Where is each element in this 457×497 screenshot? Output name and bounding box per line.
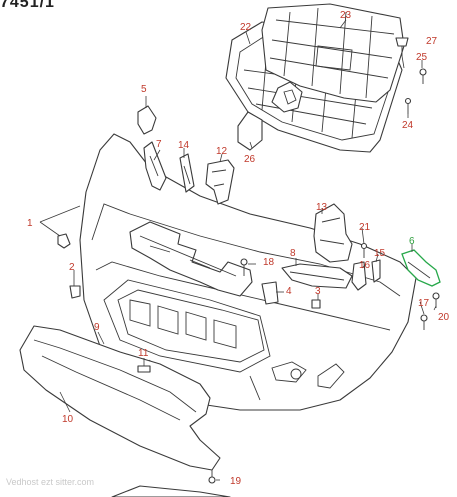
callout-5: 5 bbox=[141, 84, 147, 95]
lower-spoiler[interactable] bbox=[19, 325, 221, 471]
callout-2: 2 bbox=[69, 262, 75, 273]
leader-lines bbox=[39, 19, 437, 481]
clip-3[interactable] bbox=[311, 299, 321, 309]
callout-3: 3 bbox=[315, 286, 321, 297]
bracket-14[interactable] bbox=[179, 153, 195, 193]
callout-17: 17 bbox=[418, 298, 430, 309]
callout-1: 1 bbox=[27, 218, 33, 229]
clip-27[interactable] bbox=[395, 37, 409, 56]
grille-emblem[interactable] bbox=[271, 81, 303, 113]
screw-18[interactable] bbox=[240, 258, 248, 276]
callout-27: 27 bbox=[426, 36, 438, 47]
callout-16: 16 bbox=[359, 260, 371, 271]
callout-14: 14 bbox=[178, 140, 190, 151]
bracket-7[interactable] bbox=[143, 141, 167, 191]
callout-18: 18 bbox=[263, 257, 275, 268]
bracket-5[interactable] bbox=[137, 105, 157, 135]
clip-11[interactable] bbox=[137, 365, 151, 373]
callout-24: 24 bbox=[402, 120, 414, 131]
callout-26: 26 bbox=[244, 154, 256, 165]
callout-15: 15 bbox=[374, 248, 386, 259]
callout-13: 13 bbox=[316, 202, 328, 213]
watermark-text: Vedhost ezt sitter.com bbox=[6, 477, 95, 487]
callout-11: 11 bbox=[138, 348, 149, 359]
lower-bracket-partial[interactable] bbox=[111, 485, 231, 497]
clip-24[interactable] bbox=[404, 97, 412, 115]
callout-20: 20 bbox=[438, 312, 450, 323]
bracket-12[interactable] bbox=[205, 159, 235, 205]
screw-25[interactable] bbox=[419, 68, 427, 84]
callout-21: 21 bbox=[359, 222, 371, 233]
screw-19[interactable] bbox=[208, 470, 216, 484]
callout-4: 4 bbox=[286, 286, 292, 297]
callout-10: 10 bbox=[62, 414, 74, 425]
callout-6: 6 bbox=[409, 236, 415, 247]
clip-2[interactable] bbox=[69, 285, 81, 299]
bracket-4[interactable] bbox=[261, 281, 279, 305]
grille-upper-insert[interactable] bbox=[261, 3, 405, 103]
callout-labels: 1 2 3 4 5 6 7 8 9 10 11 12 13 14 15 16 1… bbox=[27, 10, 450, 487]
bracket-6-highlighted[interactable] bbox=[401, 249, 441, 287]
bracket-26[interactable] bbox=[237, 111, 263, 151]
diagram-title: 7451/1 bbox=[0, 0, 55, 11]
bumper-upper-bracket[interactable] bbox=[129, 221, 253, 297]
mount-8[interactable] bbox=[281, 263, 353, 289]
screw-20[interactable] bbox=[432, 292, 440, 308]
bracket-13[interactable] bbox=[313, 203, 353, 263]
bracket-15[interactable] bbox=[371, 259, 381, 283]
callout-25: 25 bbox=[416, 52, 428, 63]
clip-1[interactable] bbox=[57, 233, 71, 249]
bracket-16[interactable] bbox=[351, 261, 367, 291]
callout-12: 12 bbox=[216, 146, 228, 157]
callout-19: 19 bbox=[230, 476, 242, 487]
screw-17[interactable] bbox=[420, 314, 428, 330]
callout-8: 8 bbox=[290, 248, 296, 259]
callout-22: 22 bbox=[240, 22, 252, 33]
callout-23: 23 bbox=[340, 10, 352, 21]
callout-7: 7 bbox=[156, 139, 162, 150]
callout-9: 9 bbox=[94, 322, 100, 333]
